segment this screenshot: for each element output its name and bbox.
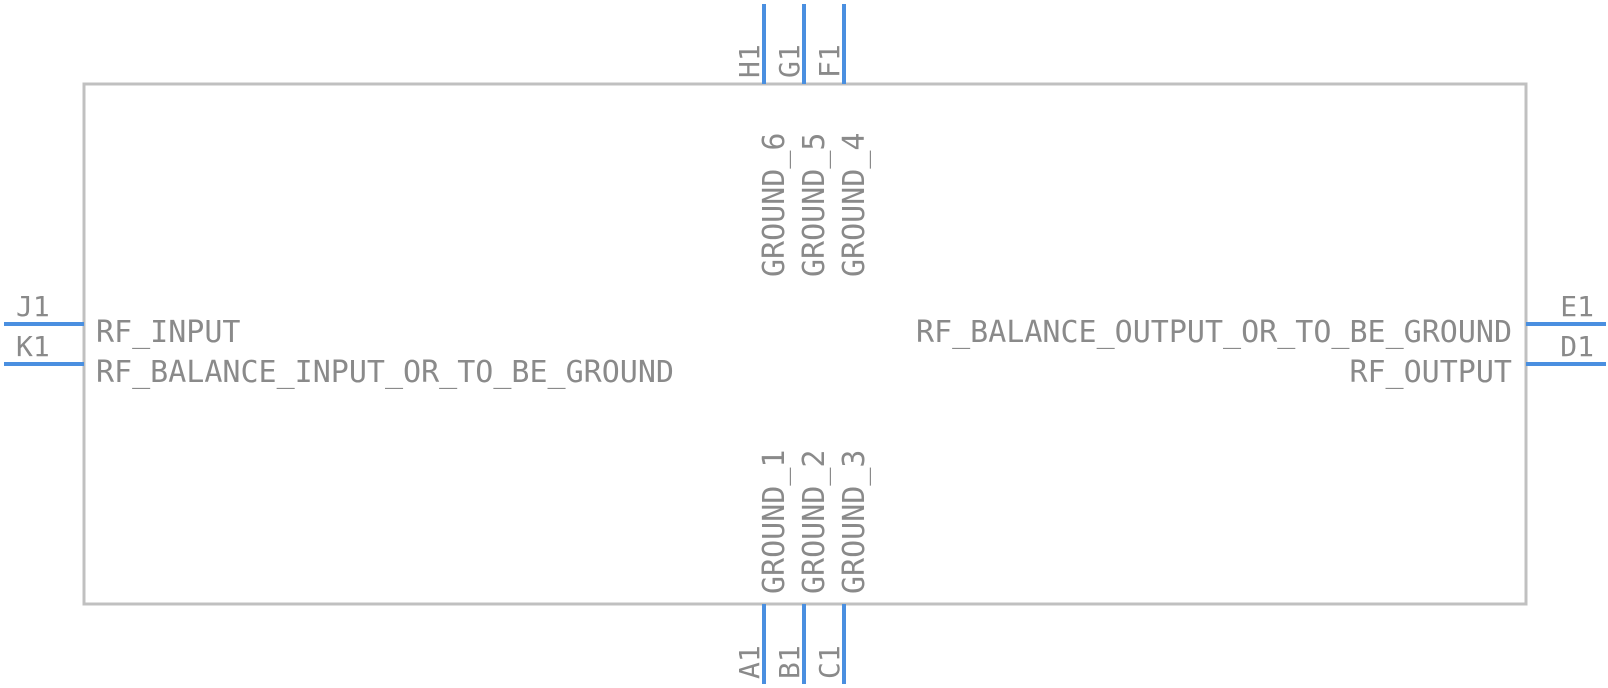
- pin-name-ground-1: GROUND_1: [757, 450, 792, 595]
- right-pins: E1 D1 RF_BALANCE_OUTPUT_OR_TO_BE_GROUND …: [916, 290, 1606, 390]
- pin-name-rf-balance-input: RF_BALANCE_INPUT_OR_TO_BE_GROUND: [96, 355, 674, 390]
- pin-name-ground-2: GROUND_2: [797, 450, 832, 595]
- pin-name-ground-6: GROUND_6: [757, 133, 792, 278]
- pin-number-k1: K1: [16, 330, 50, 363]
- pin-number-c1: C1: [813, 645, 846, 679]
- pin-number-b1: B1: [773, 645, 806, 679]
- pin-number-j1: J1: [16, 290, 50, 323]
- bottom-pins: A1 B1 C1 GROUND_1 GROUND_2 GROUND_3: [733, 450, 872, 684]
- pin-number-h1: H1: [733, 44, 766, 78]
- pin-name-ground-3: GROUND_3: [837, 450, 872, 595]
- top-pins: H1 G1 F1 GROUND_6 GROUND_5 GROUND_4: [733, 4, 872, 277]
- pin-number-d1: D1: [1560, 330, 1594, 363]
- pin-number-g1: G1: [773, 44, 806, 78]
- pin-number-a1: A1: [733, 645, 766, 679]
- pin-name-ground-5: GROUND_5: [797, 133, 832, 278]
- pin-name-rf-balance-output: RF_BALANCE_OUTPUT_OR_TO_BE_GROUND: [916, 315, 1512, 350]
- left-pins: J1 K1 RF_INPUT RF_BALANCE_INPUT_OR_TO_BE…: [4, 290, 674, 390]
- pin-number-f1: F1: [813, 44, 846, 78]
- pin-name-rf-input: RF_INPUT: [96, 315, 241, 350]
- pin-name-rf-output: RF_OUTPUT: [1349, 355, 1512, 390]
- pin-name-ground-4: GROUND_4: [837, 133, 872, 278]
- pin-number-e1: E1: [1560, 290, 1594, 323]
